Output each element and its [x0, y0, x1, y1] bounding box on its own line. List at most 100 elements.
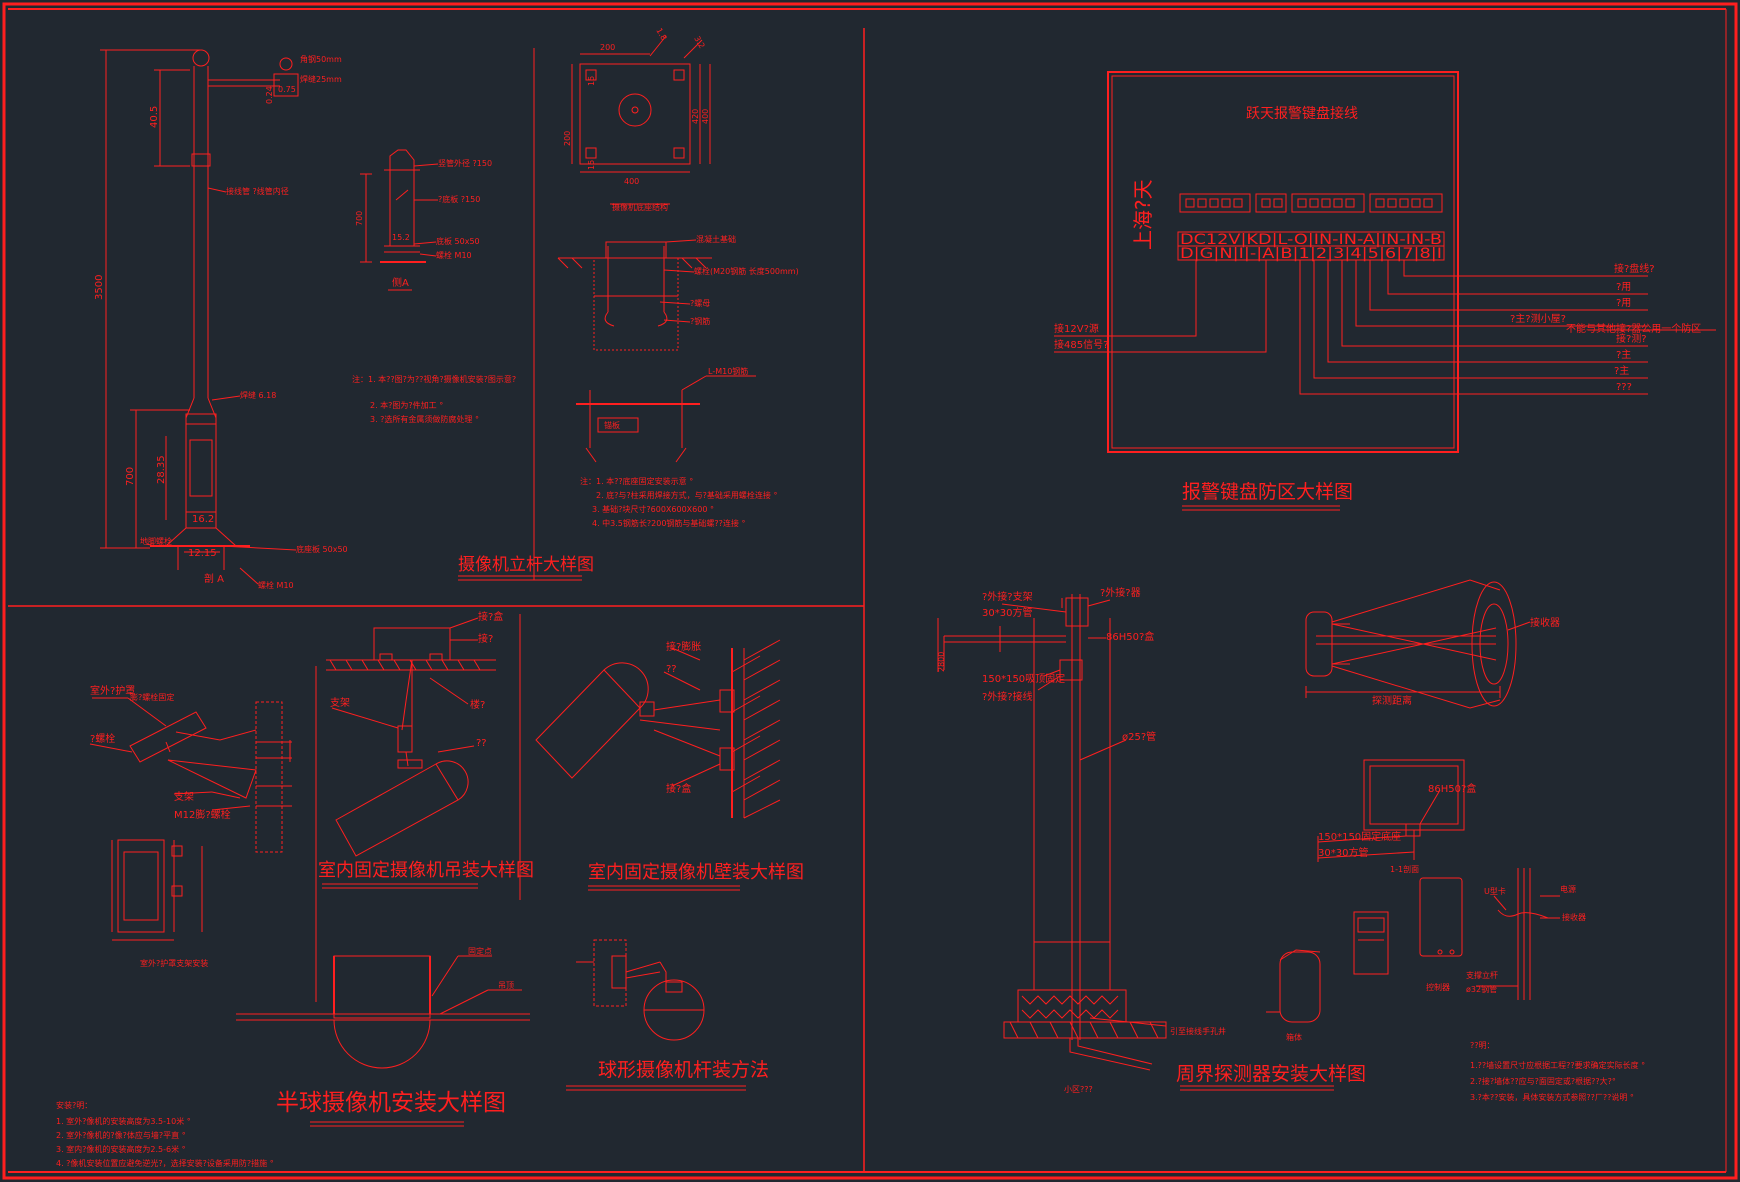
device-label-7: ø32钢管 — [1466, 984, 1497, 994]
perimeter-pole-diagram — [937, 594, 1167, 1071]
junction-detail-diagram — [1317, 759, 1465, 862]
device-label-4: 电源 — [1560, 884, 1576, 894]
foundation-section — [557, 239, 712, 351]
bracket-label-4: M12膨?螺栓 — [174, 808, 231, 821]
pole-notes-right: 注：1. 本??底座固定安装示意 ° 2. 底?与?柱采用焊接方式，与?基础采用… — [580, 476, 777, 528]
pole-title-block: 摄像机立杆大样图 — [458, 555, 594, 581]
ceiling-label-2: 接? — [478, 632, 493, 645]
found-title: 锚板 — [604, 420, 620, 430]
dome-title-block: 球形摄像机杆装方法 — [566, 1059, 769, 1091]
wall-hatch — [731, 639, 781, 819]
beam-detector-text: 接收器 探测距离 — [1372, 616, 1560, 707]
base-dim-3: 200 — [563, 131, 572, 146]
ceiling-label-3: 支架 — [330, 697, 350, 709]
found-label-2: 螺栓(M20钢筋 长度500mm) — [694, 266, 799, 276]
hemisphere-camera-text: 固定点 吊顶 — [468, 946, 514, 990]
detail-dim-2: 15.2 — [392, 233, 410, 242]
keyboard-right-label-1: 接?盘线? — [1614, 262, 1655, 275]
anchor-plate — [576, 375, 756, 463]
junction-detail-text: 86H50?盒 150*150固定底座 30*30方管 — [1318, 782, 1476, 859]
ceiling-label-1: 接?盒 — [478, 610, 503, 623]
ceiling-mount-text: 接?盒 接? 支架 楼? ?? — [330, 610, 503, 749]
perimeter-pole-label-4: 86H50?盒 — [1106, 630, 1154, 643]
dome-pole-diagram — [576, 939, 705, 1041]
foundation-text: 混凝土基础 螺栓(M20钢筋 长度500mm) ?螺母 ?钢筋 — [690, 234, 799, 326]
base-plate-title: 摄像机底座结构 — [612, 202, 668, 212]
keyboard-right-label-extra: 接?测? — [1616, 332, 1647, 345]
hemisphere-title-block: 半球摄像机安装大样图 — [276, 1090, 506, 1127]
pole-dim-base: 700 — [125, 467, 136, 486]
wall-label-1: 接?膨胀 — [666, 640, 701, 653]
pole-text: 3500 40.5 700 28.35 16.2 12.15 接线管 ?线管内径… — [94, 54, 348, 590]
bracket-label-6: 室外?护罩支架安装 — [140, 958, 208, 968]
ceiling-mount-diagram — [326, 617, 496, 857]
keyboard-left-label-2: 接485信号? — [1054, 338, 1108, 351]
perimeter-pole-label-9: 小区??? — [1064, 1085, 1093, 1094]
keyboard-right-label-3: ?用 — [1616, 298, 1631, 309]
pole-label-section: 剖 A — [204, 572, 224, 585]
found-label-4: ?钢筋 — [690, 316, 710, 326]
perimeter-footing-hatch — [1021, 995, 1119, 1019]
keyboard-side-text: 上海?天 — [1131, 179, 1155, 250]
perimeter-pole-label-5: 150*150吸顶固定 — [982, 672, 1065, 685]
pole-note-r2: 2. 底?与?柱采用焊接方式，与?基础采用螺栓连接 ° — [596, 490, 777, 500]
pole-dim-base-w: 16.2 — [192, 514, 214, 525]
pole-dim-height: 3500 — [94, 275, 105, 300]
hemisphere-title: 半球摄像机安装大样图 — [276, 1090, 506, 1116]
hemi-note-1: 1. 室外?像机的安装高度为3.5-10米 ° — [56, 1116, 191, 1126]
base-dim-5: 400 — [701, 109, 710, 124]
perimeter-devices — [1266, 868, 1560, 1023]
keyboard-title-block: 报警键盘防区大样图 — [1182, 481, 1353, 511]
perimeter-pole-label-2: 30*30方管 — [982, 606, 1032, 619]
pole-note-2: 2. 本?图为?件加工 ° — [370, 400, 443, 410]
perimeter-devices-text: 1-1剖面 控制器 U型卡 电源 接收器 支撑立杆 ø32钢管 箱体 — [1286, 864, 1586, 1042]
perimeter-notes-title: ??明： — [1470, 1041, 1495, 1050]
keyboard-panel-title: 跃天报警键盘接线 — [1246, 105, 1358, 122]
wall-title-block: 室内固定摄像机壁装大样图 — [588, 862, 804, 891]
wall-label-2: ?? — [666, 664, 677, 675]
hemi-label-2: 吊顶 — [498, 981, 514, 990]
bracket-label-2: ?螺栓 — [90, 732, 115, 745]
perimeter-title: 周界探测器安装大样图 — [1176, 1063, 1366, 1085]
keyboard-right-label-4: ?主?测小屋? — [1510, 312, 1566, 325]
device-label-5: 接收器 — [1562, 912, 1586, 922]
perimeter-note-1: 1.??墙设置尺寸应根据工程??要求确定实际长度 ° — [1470, 1060, 1645, 1070]
ceiling-label-4: 楼? — [470, 698, 485, 711]
ceiling-title-block: 室内固定摄像机吊装大样图 — [318, 860, 534, 889]
perimeter-title-block: 周界探测器安装大样图 — [1176, 1063, 1366, 1091]
terminal-row-2: D|G|N|I|-|A|B|1|2|3|4|5|6|7|8|I — [1180, 246, 1442, 262]
device-label-1: 1-1剖面 — [1390, 864, 1419, 874]
pole-note-r3: 3. 基础?块尺寸?600X600X600 ° — [592, 504, 714, 514]
ceiling-title: 室内固定摄像机吊装大样图 — [318, 860, 534, 881]
detail-label-4: 螺栓 M10 — [436, 250, 472, 260]
beam-label-2: 探测距离 — [1372, 694, 1412, 707]
bracket-label-5: 膨?螺栓固定 — [130, 692, 174, 702]
wall-title: 室内固定摄像机壁装大样图 — [588, 862, 804, 883]
device-label-8: 箱体 — [1286, 1032, 1302, 1042]
wall-mount-text: 接?膨胀 ?? 接?盒 — [666, 640, 701, 795]
perimeter-pole-label-3: ?外接?器 — [1100, 586, 1141, 599]
base-dim-8: 15 — [587, 76, 596, 86]
pole-note-r4: 4. 中3.5钢筋长?200钢筋与基础螺??连接 ° — [592, 518, 745, 528]
keyboard-right-label-7: ?主 — [1614, 365, 1629, 377]
camera-base-plate — [571, 35, 711, 205]
device-label-3: U型卡 — [1484, 886, 1506, 896]
detail-dim-1: 700 — [355, 211, 364, 226]
hemi-label-1: 固定点 — [468, 946, 492, 956]
base-dim-1: 200 — [600, 43, 615, 52]
hemisphere-notes: 安装?明： 1. 室外?像机的安装高度为3.5-10米 ° 2. 室外?像机的?… — [56, 1100, 274, 1168]
base-dim-2: 400 — [624, 177, 639, 186]
keyboard-keys — [1185, 198, 1433, 208]
hemi-notes-title: 安装?明： — [56, 1100, 92, 1110]
wall-mount-diagram — [535, 639, 781, 819]
detail-label-3: 底板 50x50 — [436, 236, 480, 246]
perimeter-note-3: 3.?本??安装，具体安装方式参照??厂??说明 ° — [1470, 1092, 1634, 1102]
pole-label-1: 接线管 ?线管内径 — [226, 186, 289, 196]
junction-label-1: 86H50?盒 — [1428, 782, 1476, 795]
perimeter-notes: ??明： 1.??墙设置尺寸应根据工程??要求确定实际长度 ° 2.?接?墙体?… — [1470, 1041, 1645, 1102]
beam-detector-diagram — [1305, 579, 1531, 709]
hemi-note-4: 4. ?像机安装位置应避免逆光?，选择安装?设备采用防?措施 ° — [56, 1158, 274, 1168]
device-label-6: 支撑立杆 — [1466, 970, 1498, 980]
detail-label-1: 竖管外径 ?150 — [438, 158, 492, 168]
